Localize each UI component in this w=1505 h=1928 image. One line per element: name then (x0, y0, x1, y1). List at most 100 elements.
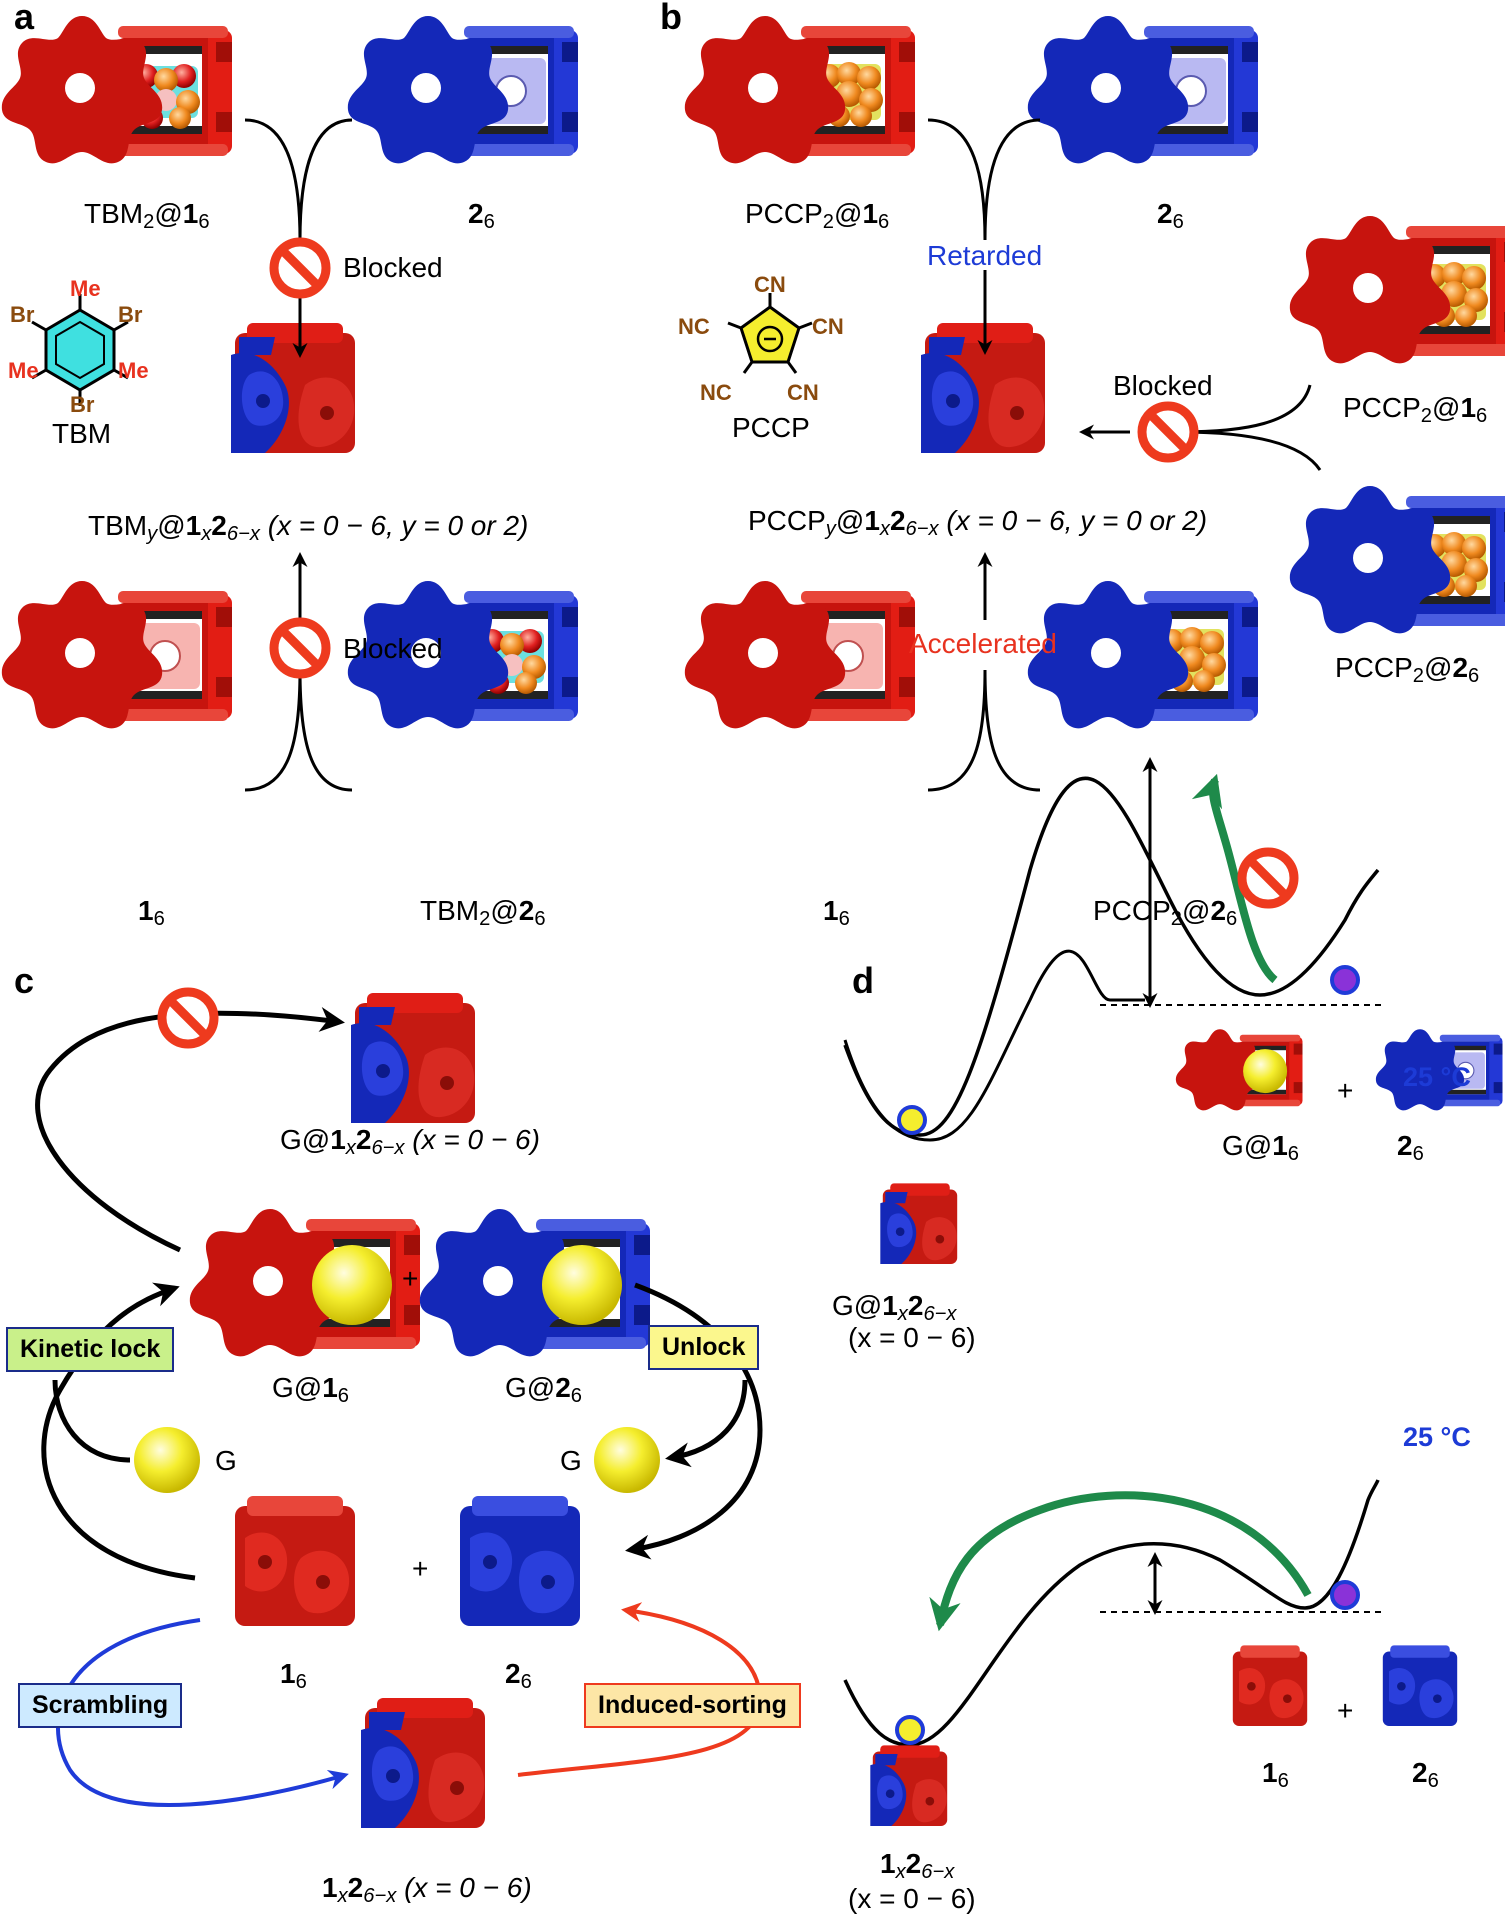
state-ball-bottom-right (1330, 1580, 1360, 1610)
label-d-g-1-6: G@16 (1222, 1130, 1299, 1166)
box-scrambling: Scrambling (18, 1683, 183, 1728)
label-d-left-top: G@1x26−x (832, 1290, 957, 1326)
pccp-nc-left: NC (678, 314, 710, 339)
curve-b-top (927, 118, 1041, 241)
state-ball-bottom-left (895, 1715, 925, 1745)
label-c-top: G@1x26−x (x = 0 − 6) (280, 1124, 540, 1160)
hexamer-2-empty (347, 16, 578, 164)
energy-curve-top (843, 949, 1145, 1142)
label-c-g-left: G (215, 1445, 237, 1476)
label-a-tbm2-2-6: TBM2@26 (420, 895, 546, 931)
tbm-name: TBM (52, 418, 112, 449)
label-b-accelerated: Accelerated (909, 628, 1057, 659)
curve-a-bottom (244, 669, 353, 792)
label-b-side-2: PCCP2@26 (1335, 652, 1480, 688)
tbm-structure (31, 294, 129, 406)
tbm-me-right: Me (118, 358, 149, 383)
d-hexamer-g1 (1175, 1029, 1303, 1111)
label-b-blocked: Blocked (1113, 370, 1213, 401)
pccp-cn-right: CN (812, 314, 844, 339)
label-a-tbm2-1-6: TBM2@16 (84, 198, 210, 234)
label-c-g-2-6: G@26 (505, 1372, 582, 1408)
label-b-pccp2-2-6: PCCP2@26 (1093, 895, 1238, 931)
d-mixed-cube-top (880, 1183, 958, 1264)
blue-cube-c (460, 1496, 580, 1626)
label-c-g-right: G (560, 1445, 582, 1476)
hexamer-pccp-in-2-side (1289, 486, 1505, 634)
tbm-me-left: Me (8, 358, 39, 383)
no-entry-sign-d (1242, 852, 1294, 904)
state-ball-top-left (897, 1105, 927, 1135)
pccp-nc-bottom-left: NC (700, 380, 732, 405)
label-b-1-6: 16 (823, 895, 850, 931)
no-entry-sign-b (1142, 406, 1194, 458)
label-c-plus-bottom: + (412, 1553, 429, 1584)
pccp-structure (727, 293, 813, 374)
d-mixed-cube-bottom (870, 1745, 948, 1826)
panel-label-d: d (852, 960, 874, 1001)
tbm-me-top: Me (70, 276, 101, 301)
mixed-cube-b (921, 323, 1045, 453)
label-d-1-6: 16 (1262, 1757, 1289, 1793)
mixed-cube-a (231, 323, 355, 453)
hexamer-2-empty-b (1027, 16, 1258, 164)
guest-ball-left (134, 1427, 200, 1493)
hexamer-1-empty-a (1, 581, 232, 729)
pccp-cn-top: CN (754, 272, 786, 297)
profile-bottom (843, 1479, 1380, 1747)
label-b-product: PCCPy@1x26−x (x = 0 − 6, y = 0 or 2) (748, 505, 1208, 541)
green-arrow-top (1191, 773, 1278, 984)
label-d-2-6-top: 26 (1397, 1130, 1424, 1166)
d-red-cube (1232, 1645, 1308, 1726)
tbm-br-right: Br (118, 302, 143, 327)
box-kinetic-lock: Kinetic lock (6, 1327, 175, 1372)
label-a-2-6: 26 (468, 198, 495, 234)
panel-label-c: c (14, 960, 35, 1001)
panel-label-a: a (14, 0, 35, 37)
mixed-cube-c-bottom (361, 1698, 485, 1828)
label-c-2-6: 26 (505, 1658, 532, 1694)
label-d-temp-top: 25 °C (1403, 1062, 1471, 1092)
d-blue-cube (1382, 1645, 1458, 1726)
label-b-side-1: PCCP2@16 (1343, 392, 1488, 428)
label-a-blocked-bottom: Blocked (343, 633, 443, 664)
hexamer-tbm-in-2 (347, 581, 578, 729)
label-b-2-6: 26 (1157, 198, 1184, 234)
label-d-plus-bottom: + (1337, 1695, 1354, 1726)
label-d-plus-top: + (1337, 1075, 1354, 1106)
label-c-bottom: 1x26−x (x = 0 − 6) (322, 1872, 532, 1908)
arrow-c-left-loop (41, 1282, 196, 1581)
hexamer-1-empty-b (684, 581, 915, 729)
label-d-temp-bottom: 25 °C (1403, 1422, 1471, 1452)
arrow-c-scrambling (56, 1618, 349, 1808)
hexamer-g-in-2 (419, 1209, 650, 1357)
hexamer-pccp-in-1 (684, 16, 915, 164)
label-c-g-1-6: G@16 (272, 1372, 349, 1408)
red-cube-c (235, 1496, 355, 1626)
label-d-left-bottom: 1x26−x (880, 1848, 955, 1884)
hexamer-pccp-in-1-side (1289, 216, 1505, 364)
green-arrow-bottom (929, 1491, 1312, 1632)
no-entry-sign-c (162, 992, 214, 1044)
hexamer-g-in-1 (189, 1209, 420, 1357)
arrow-c-g-join (52, 1379, 131, 1463)
label-b-pccp2-1-6: PCCP2@16 (745, 198, 890, 234)
no-entry-sign-a-bottom (274, 622, 326, 674)
panel-label-b: b (660, 0, 682, 37)
curve-b-side (1179, 384, 1322, 471)
tbm-br-bottom: Br (70, 392, 95, 417)
label-d-2-6-bottom: 26 (1412, 1757, 1439, 1793)
label-b-retarded: Retarded (927, 240, 1043, 271)
curve-b-bottom (927, 669, 1041, 792)
guest-ball-right (594, 1427, 660, 1493)
label-a-1-6: 16 (138, 895, 165, 931)
tbm-br-left: Br (10, 302, 35, 327)
hexamer-tbm-in-1 (1, 16, 232, 164)
label-c-1-6: 16 (280, 1658, 307, 1694)
hexamer-pccp-in-2 (1027, 581, 1258, 729)
label-a-product: TBMy@1x26−x (x = 0 − 6, y = 0 or 2) (88, 510, 529, 546)
curve-a-top (244, 118, 353, 241)
arrow-c-g-release (665, 1379, 748, 1468)
label-d-left-top-range: (x = 0 − 6) (848, 1322, 976, 1353)
